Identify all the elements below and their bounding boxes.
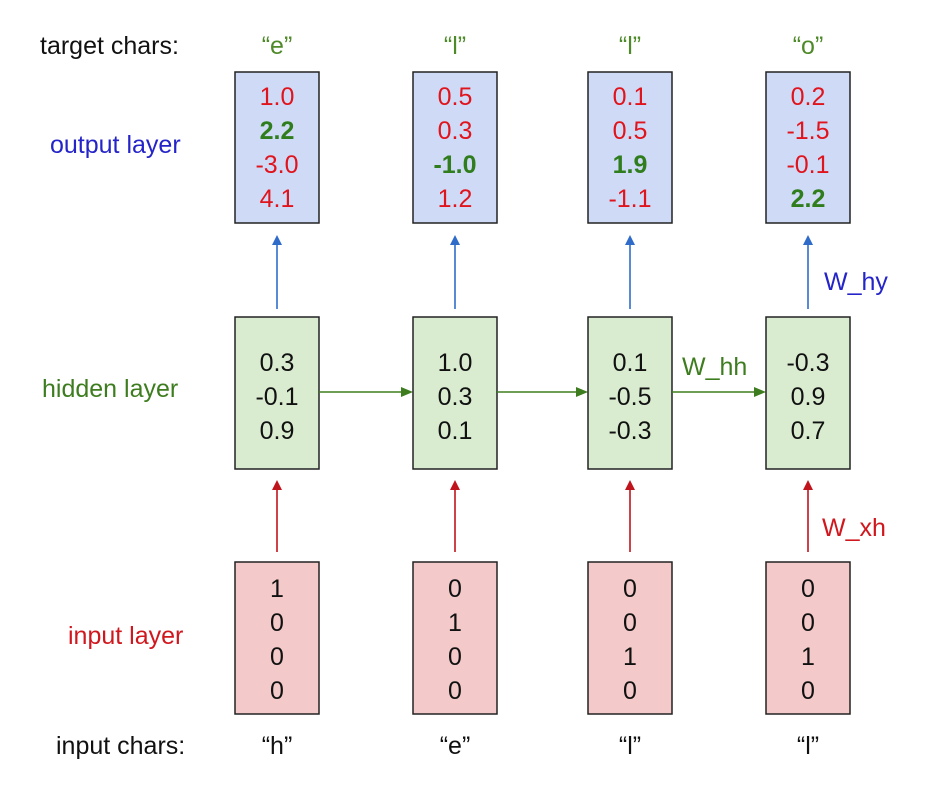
input-vector-box	[587, 561, 673, 715]
input-value: 0	[448, 677, 462, 705]
output-vector-box	[587, 71, 673, 224]
hidden-value: -0.3	[608, 417, 651, 445]
input-char: “l”	[797, 732, 819, 760]
output-value: 0.1	[613, 83, 648, 111]
input-value: 0	[270, 643, 284, 671]
input-value: 0	[270, 677, 284, 705]
output-value: -1.1	[608, 185, 651, 213]
input-vector-box	[412, 561, 498, 715]
output-vector-box	[765, 71, 851, 224]
input-value: 0	[270, 609, 284, 637]
input-value: 0	[801, 609, 815, 637]
input-char: “e”	[440, 732, 471, 760]
hidden-vector-box	[412, 316, 498, 470]
hidden-value: 0.1	[438, 417, 473, 445]
output-value: 0.5	[438, 83, 473, 111]
output-value: 2.2	[260, 117, 295, 145]
hidden-value: 0.1	[613, 349, 648, 377]
output-value: 0.2	[791, 83, 826, 111]
output-value: 1.2	[438, 185, 473, 213]
input-value: 0	[801, 575, 815, 603]
output-value: -0.1	[786, 151, 829, 179]
input-value: 0	[801, 677, 815, 705]
input-layer-label: input layer	[68, 622, 183, 650]
input-value: 0	[448, 643, 462, 671]
output-value: -3.0	[255, 151, 298, 179]
hidden-vector-box	[587, 316, 673, 470]
w-xh-label: W_xh	[822, 514, 886, 542]
hidden-value: 0.9	[260, 417, 295, 445]
w-hh-label: W_hh	[682, 353, 747, 381]
input-value: 0	[448, 575, 462, 603]
output-value: 0.5	[613, 117, 648, 145]
hidden-value: -0.1	[255, 383, 298, 411]
hidden-value: 0.7	[791, 417, 826, 445]
target-char: “o”	[793, 32, 824, 60]
input-char: “h”	[262, 732, 293, 760]
output-value: 1.9	[613, 151, 648, 179]
hidden-value: -0.3	[786, 349, 829, 377]
input-value: 1	[623, 643, 637, 671]
target-char: “e”	[262, 32, 293, 60]
hidden-value: 0.9	[791, 383, 826, 411]
output-value: 4.1	[260, 185, 295, 213]
target-chars-label: target chars:	[40, 32, 179, 60]
input-chars-label: input chars:	[56, 732, 185, 760]
input-vector-box	[234, 561, 320, 715]
rnn-diagram-panel: target chars: output layer hidden layer …	[16, 10, 913, 775]
output-value: -1.5	[786, 117, 829, 145]
output-value: 0.3	[438, 117, 473, 145]
hidden-value: 0.3	[438, 383, 473, 411]
target-char: “l”	[619, 32, 641, 60]
hidden-value: 1.0	[438, 349, 473, 377]
input-value: 1	[270, 575, 284, 603]
input-value: 1	[801, 643, 815, 671]
input-vector-box	[765, 561, 851, 715]
rnn-diagram: target chars: output layer hidden layer …	[40, 32, 888, 760]
hidden-value: 0.3	[260, 349, 295, 377]
hidden-layer-label: hidden layer	[42, 375, 178, 403]
output-value: 2.2	[791, 185, 826, 213]
output-value: 1.0	[260, 83, 295, 111]
output-value: -1.0	[433, 151, 476, 179]
output-vector-box	[412, 71, 498, 224]
hidden-value: -0.5	[608, 383, 651, 411]
target-char: “l”	[444, 32, 466, 60]
input-value: 0	[623, 609, 637, 637]
output-vector-box	[234, 71, 320, 224]
input-value: 0	[623, 677, 637, 705]
input-value: 1	[448, 609, 462, 637]
output-layer-label: output layer	[50, 131, 181, 159]
hidden-vector-box	[234, 316, 320, 470]
input-char: “l”	[619, 732, 641, 760]
input-value: 0	[623, 575, 637, 603]
w-hy-label: W_hy	[824, 268, 888, 296]
hidden-vector-box	[765, 316, 851, 470]
